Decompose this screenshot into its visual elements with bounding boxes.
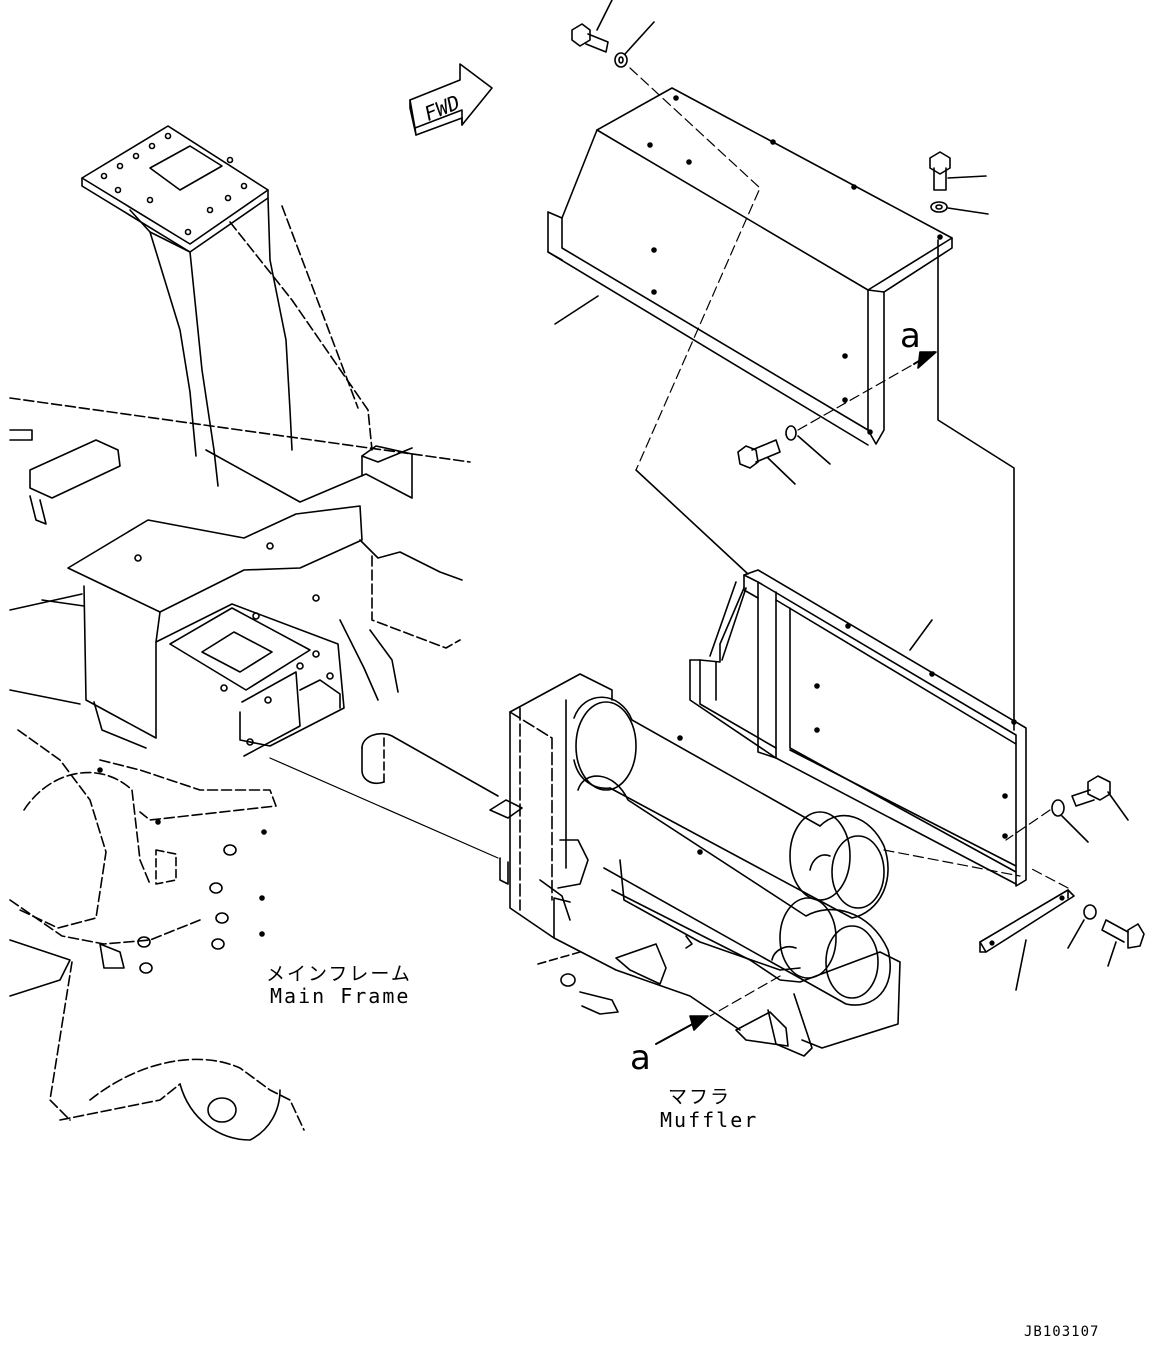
side-washer-icon [785,425,831,465]
lower-right-bolt-icon [1071,775,1129,821]
side-bolt-icon [737,439,796,485]
view-marker-top: a [900,316,921,356]
right-top-bolt-icon [929,151,987,191]
muffler [361,673,1021,1057]
top-left-washer-icon [614,21,655,68]
right-top-washer-icon [930,201,989,215]
drawing-code: JB103107 [1024,1324,1100,1340]
view-marker-bottom: a [630,1038,651,1078]
bracket-plate [979,889,1075,991]
pillar-bracket [81,125,373,487]
fwd-arrow-icon [409,63,493,136]
main-frame-label-jp: メインフレーム [266,963,412,985]
top-left-bolt-icon [571,0,613,53]
bracket-washer-icon [1067,904,1097,949]
muffler-label-en: Muffler [660,1108,759,1132]
bracket-bolt-icon [1101,919,1145,967]
lower-right-washer-icon [1051,799,1089,843]
lower-cover-panel [689,569,1027,887]
top-cover-panel [547,87,953,446]
main-frame-label-en: Main Frame [270,984,411,1008]
main-frame [9,397,499,1141]
muffler-label-jp: マフラ [668,1086,732,1108]
